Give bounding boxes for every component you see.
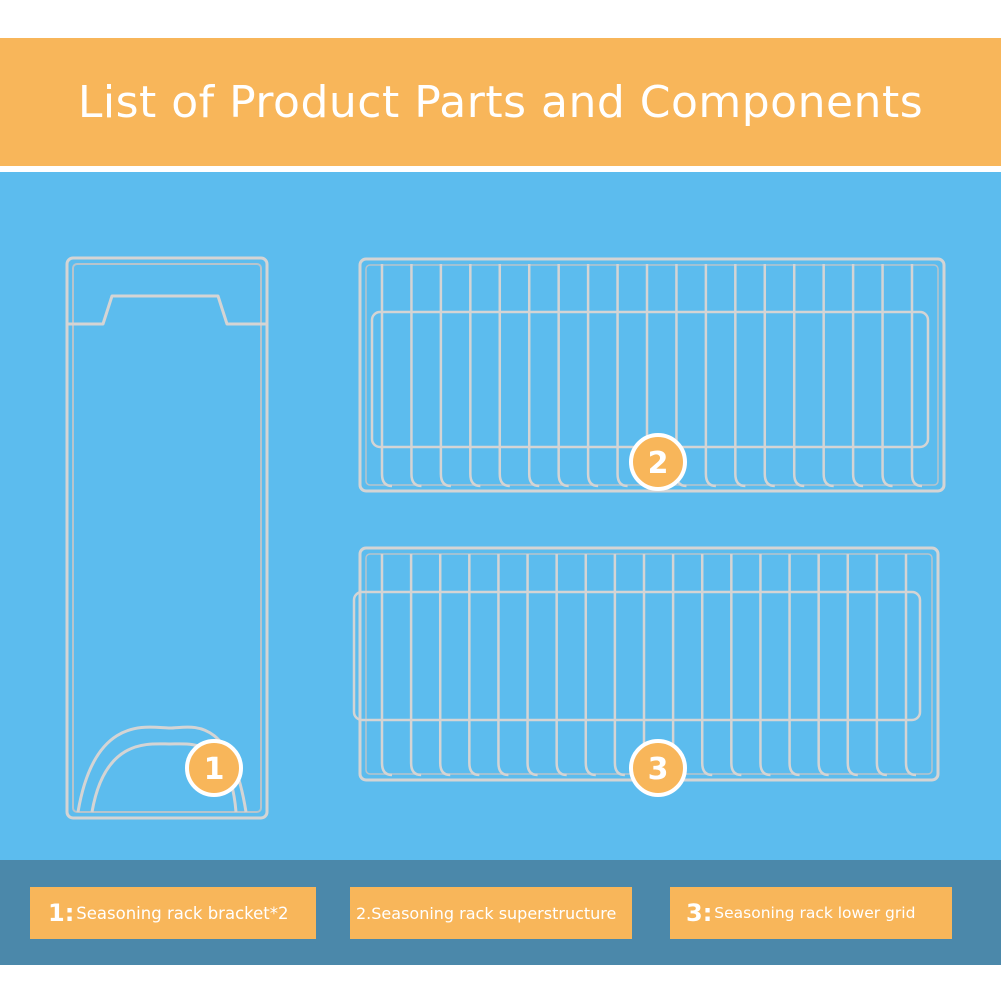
grid-rod [497, 554, 509, 777]
grid-rod [616, 264, 628, 488]
part-2-label-text: 2.Seasoning rack superstructure [356, 903, 617, 923]
grid-rod [613, 554, 625, 777]
grid-rod [875, 554, 887, 777]
grid-rod [759, 554, 771, 777]
grid-rod [468, 554, 480, 777]
grid-rod [788, 554, 800, 777]
grid-rod [526, 554, 538, 777]
grid-rod [439, 264, 451, 488]
grid-rod [557, 264, 569, 488]
grid-rod [910, 264, 923, 488]
title-banner: List of Product Parts and Components [0, 38, 1001, 166]
grid-rod [469, 264, 481, 488]
part-3-label-number: 3: [686, 899, 713, 927]
part-2-label: 2.Seasoning rack superstructure [350, 887, 632, 939]
grid-rod [822, 264, 834, 488]
grid-rod [586, 264, 599, 488]
grid-rod [498, 264, 510, 488]
grid-rod [527, 264, 540, 488]
grid-rod [763, 264, 775, 488]
grid-rod [846, 554, 858, 777]
grid-rod [904, 554, 917, 777]
grid-rod [555, 554, 567, 777]
part-1-badge: 1 [185, 739, 243, 797]
part-1-label: 1: Seasoning rack bracket*2 [30, 887, 316, 939]
grid-rod [851, 264, 864, 488]
grid-rod [792, 264, 805, 488]
bracket-part [65, 256, 269, 820]
part-1-number: 1 [204, 752, 225, 787]
part-3-badge: 3 [629, 739, 687, 797]
grid-rod [409, 554, 422, 777]
grid-rod [584, 554, 596, 777]
bottom-margin [0, 965, 1001, 1001]
part-1-label-text: Seasoning rack bracket*2 [76, 903, 289, 923]
part-3-label-text: Seasoning rack lower grid [714, 904, 916, 922]
product-photo: 1 2 3 [0, 172, 1001, 860]
grid-rod [704, 264, 716, 488]
part-1-label-number: 1: [48, 899, 75, 927]
grid-rod [438, 554, 451, 777]
part-3-label: 3: Seasoning rack lower grid [670, 887, 952, 939]
grid-rod [380, 554, 393, 777]
grid-rod [671, 554, 684, 777]
grid-rod [380, 264, 393, 488]
grid-rod [734, 264, 746, 488]
grid-rod [881, 264, 893, 488]
part-3-number: 3 [648, 752, 669, 787]
part-2-number: 2 [648, 446, 669, 481]
page-title: List of Product Parts and Components [77, 76, 924, 128]
grid-rod [730, 554, 742, 777]
part-2-badge: 2 [629, 433, 687, 491]
grid-rod [700, 554, 713, 777]
grid-rod [410, 264, 422, 488]
grid-rod [817, 554, 829, 777]
